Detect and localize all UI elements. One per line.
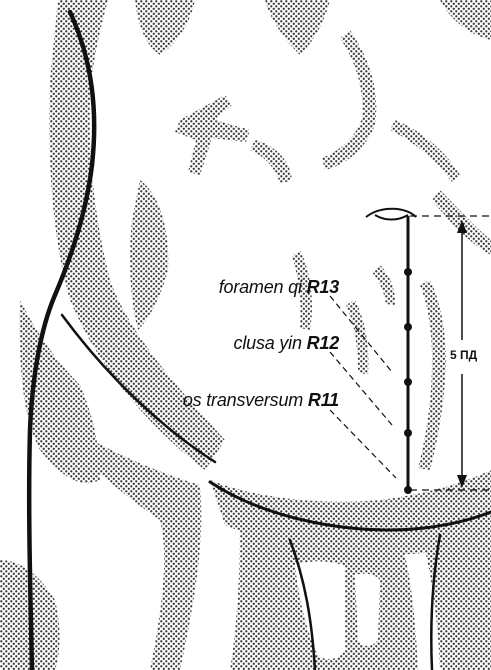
acupoint-label-r11: os transversum R11 [183, 391, 339, 409]
acupoint-name: clusa yin [234, 333, 302, 353]
acupoint-name: foramen qi [219, 277, 302, 297]
acupoint-code: R13 [307, 277, 339, 297]
measurement-label: 5 ПД [450, 349, 477, 361]
acupoint-dot-icon [404, 378, 412, 386]
acupoint-dot-icon [404, 268, 412, 276]
acupoint-label-r13: foramen qi R13 [219, 278, 339, 296]
acupoint-name: os transversum [183, 390, 303, 410]
acupoint-code: R11 [308, 390, 339, 410]
acupoint-dot-icon [404, 429, 412, 437]
acupoint-code: R12 [307, 333, 339, 353]
acupoint-dot-icon [404, 323, 412, 331]
acupoint-label-r12: clusa yin R12 [234, 334, 339, 352]
